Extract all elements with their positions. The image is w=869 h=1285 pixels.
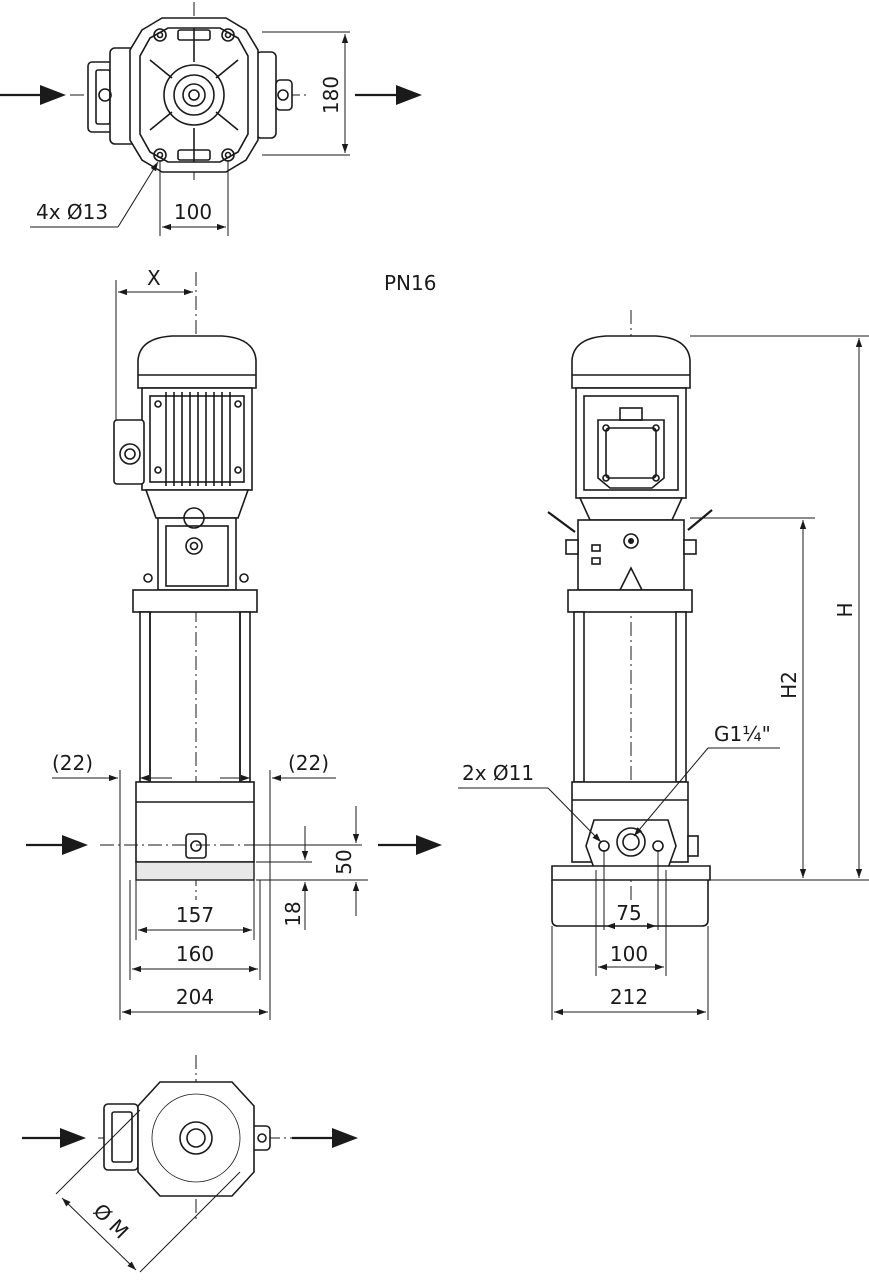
- outlet-arrow-bottom: [292, 1128, 358, 1148]
- offset-x-label: X: [147, 266, 161, 290]
- inlet-arrow-bottom: [22, 1128, 86, 1148]
- pressure-rating-label: PN16: [384, 271, 436, 295]
- height-50-dim: 50: [332, 849, 356, 874]
- dim-100-side: 100: [610, 942, 648, 966]
- dim-204: 204: [176, 985, 214, 1009]
- height-h2-label: H2: [777, 671, 801, 699]
- top-view: 180 100 4x Ø13: [0, 2, 422, 236]
- front-view: X: [26, 266, 442, 1020]
- side-hole-label: 2x Ø11: [462, 761, 534, 785]
- inlet-arrow-front: [26, 835, 88, 855]
- thread-label: G1¼": [714, 722, 771, 746]
- top-spacing-dim: 100: [174, 200, 212, 224]
- height-total-label: H: [833, 602, 857, 617]
- diameter-label: Ø M: [89, 1199, 134, 1244]
- dim-212: 212: [610, 985, 648, 1009]
- bottom-view: Ø M: [22, 1055, 358, 1273]
- left-clearance-label: (22): [52, 751, 93, 775]
- side-view: H H2 G1¼" 2x Ø11 75 100 212: [458, 310, 869, 1020]
- outlet-arrow-top: [355, 85, 422, 105]
- motor-fins: [165, 392, 231, 486]
- top-width-dim: 180: [319, 76, 343, 114]
- height-18-dim: 18: [281, 901, 305, 926]
- right-clearance-label: (22): [288, 751, 329, 775]
- dim-75: 75: [616, 901, 641, 925]
- dim-157: 157: [176, 903, 214, 927]
- inlet-arrow-top: [0, 85, 66, 105]
- outlet-arrow-front: [378, 835, 442, 855]
- top-hole-label: 4x Ø13: [36, 200, 108, 224]
- dim-160: 160: [176, 942, 214, 966]
